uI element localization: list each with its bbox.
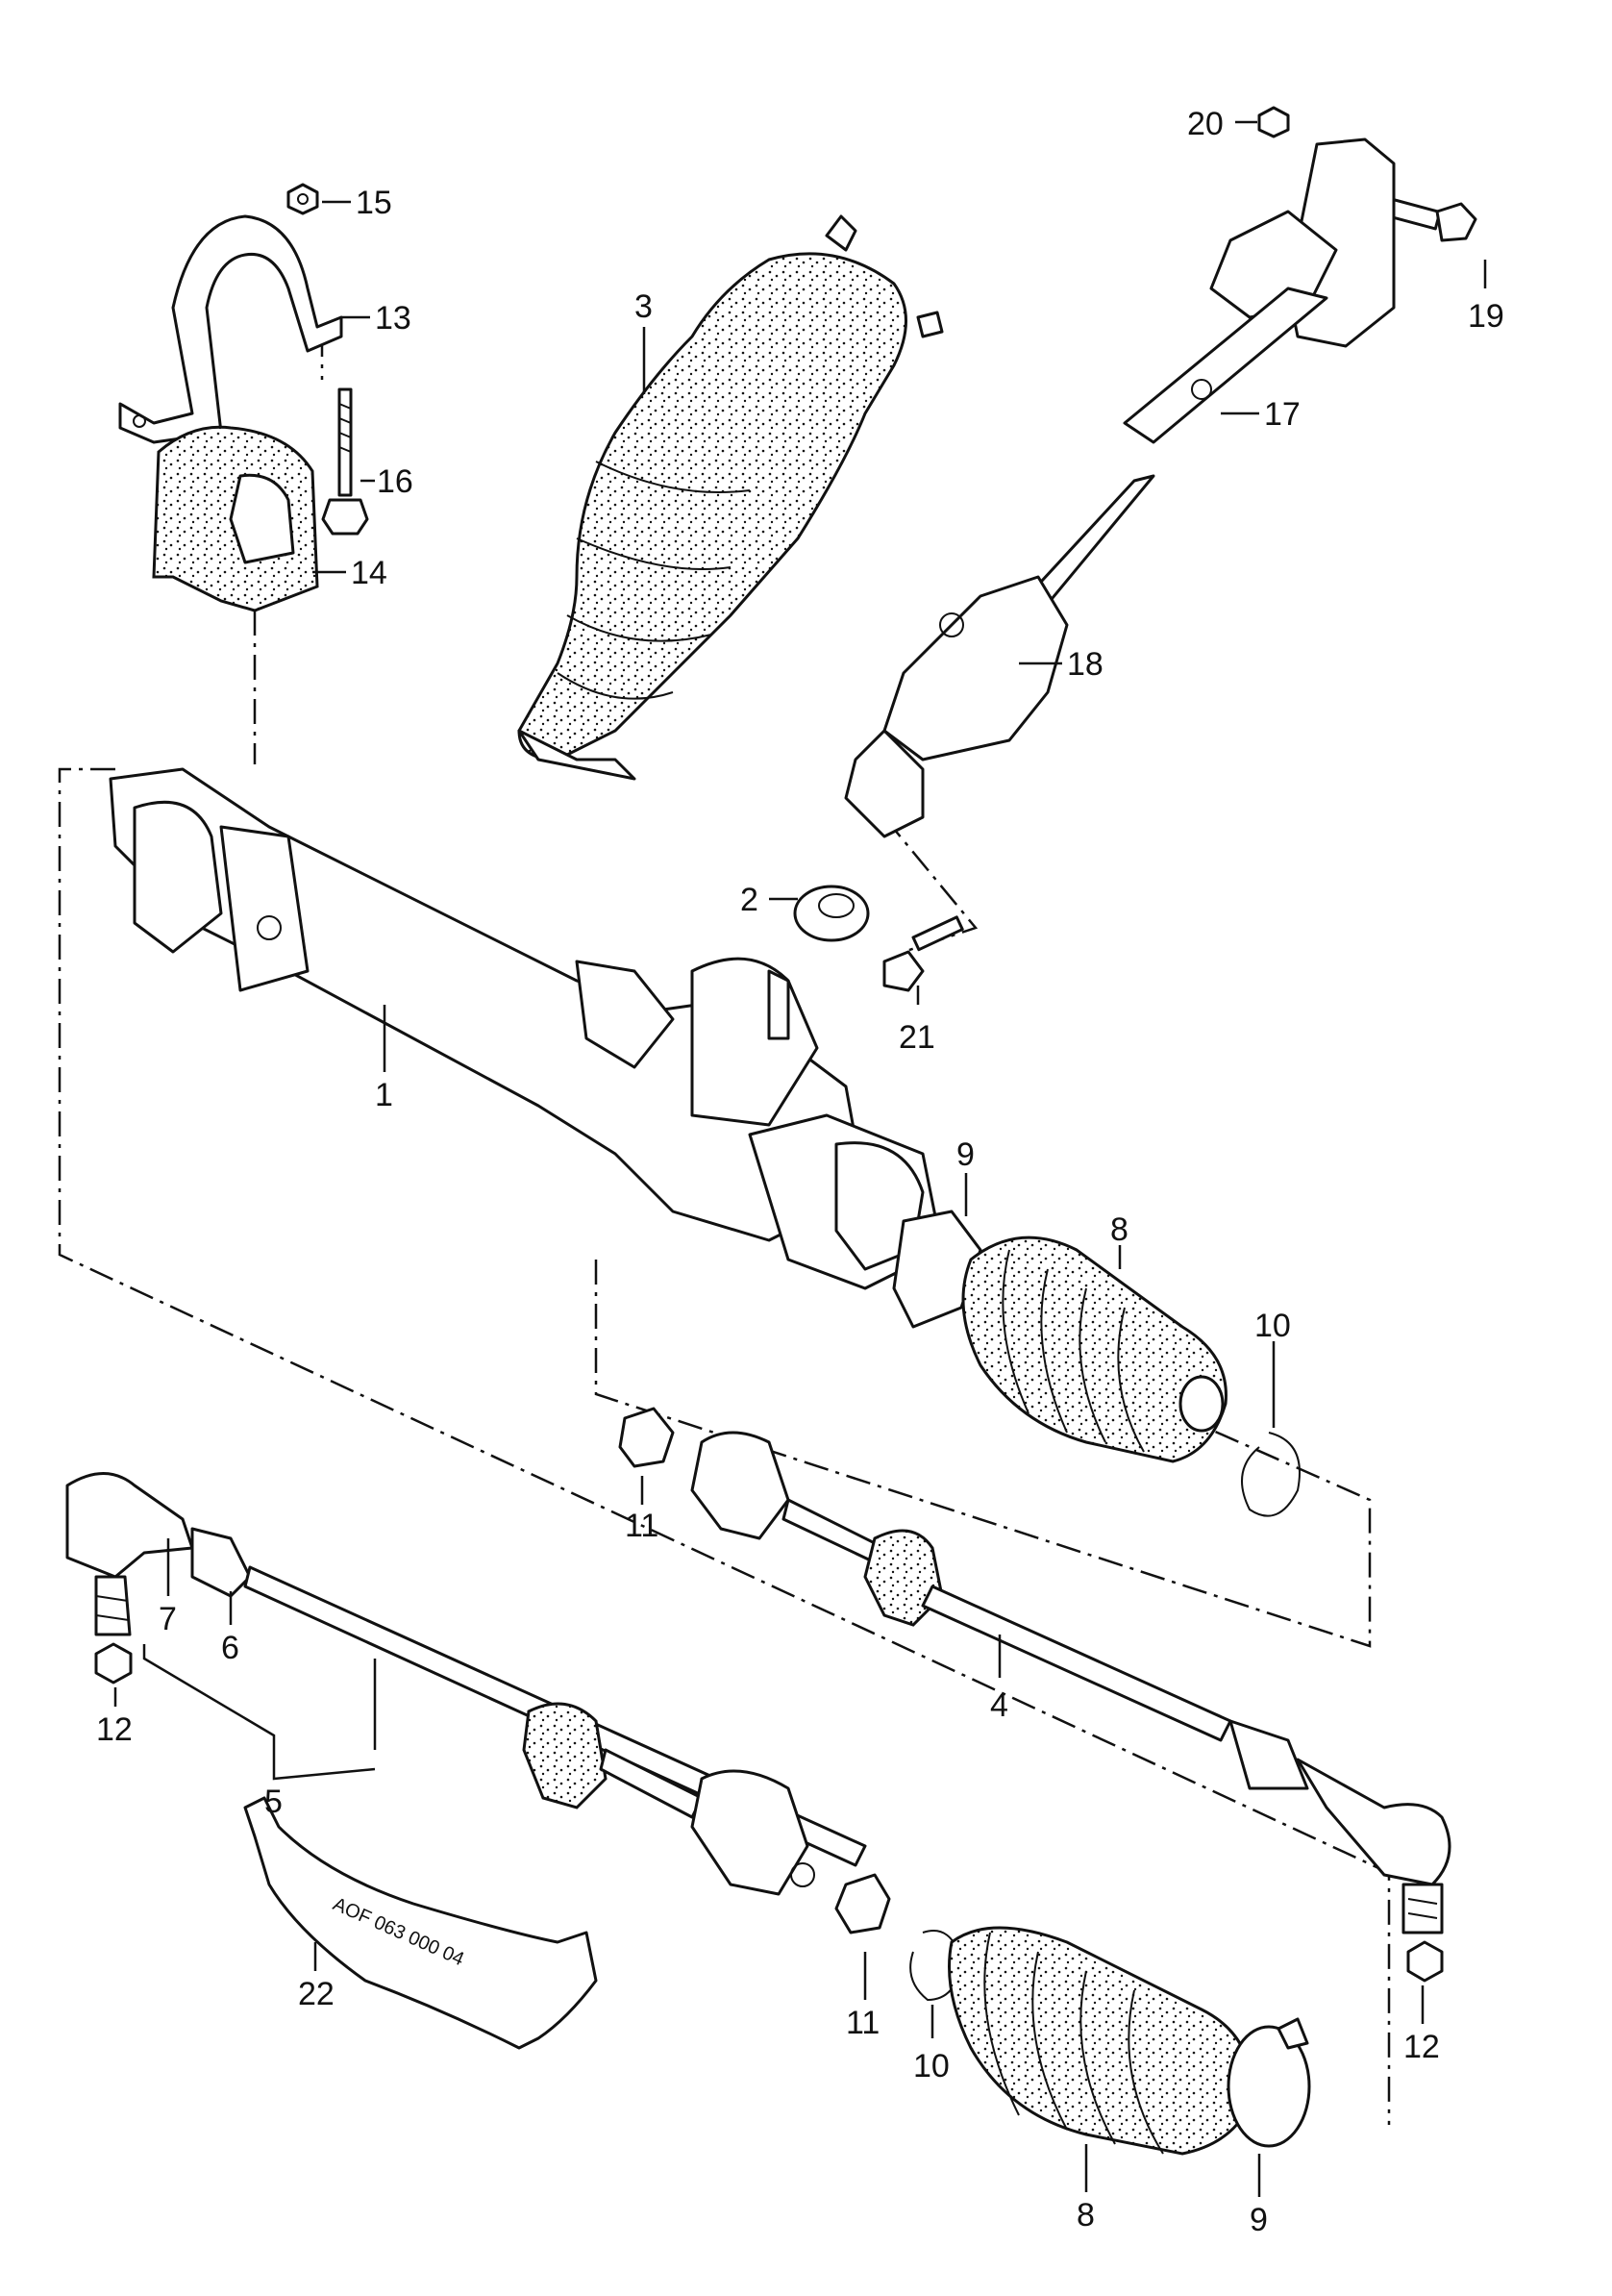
label-part-16: 16 — [377, 463, 413, 500]
circlip-upper — [1241, 1432, 1301, 1517]
pinion-boot — [517, 214, 944, 781]
boot-clamp-lower — [1227, 2017, 1311, 2148]
rack-bellows-upper — [961, 1235, 1228, 1463]
label-part-6: 6 — [221, 1630, 239, 1666]
label-part-20: 20 — [1187, 106, 1224, 142]
universal-joint-shaft — [1123, 137, 1396, 444]
label-part-18: 18 — [1067, 646, 1104, 683]
label-part-9-upper: 9 — [956, 1136, 975, 1173]
rubber-mounting-bush — [152, 425, 319, 612]
upper-joint-nut — [1257, 106, 1290, 138]
label-part-3: 3 — [634, 288, 653, 325]
label-part-9-lower: 9 — [1250, 2202, 1268, 2238]
rack-bellows-lower — [948, 1926, 1252, 2156]
label-part-7: 7 — [159, 1601, 177, 1637]
label-part-15: 15 — [356, 185, 392, 221]
label-part-10-lower: 10 — [913, 2048, 950, 2084]
label-part-13: 13 — [375, 300, 411, 337]
mounting-clamp — [118, 214, 343, 444]
rack-bush-upper — [618, 1407, 675, 1468]
tie-rod-end-right — [1296, 1758, 1451, 1934]
label-part-22: 22 — [298, 1976, 335, 2012]
clamp-bolt — [321, 387, 369, 536]
inner-tie-rod-upper — [690, 1431, 1309, 1790]
label-part-21: 21 — [899, 1019, 935, 1056]
lower-universal-joint — [844, 474, 1155, 838]
label-part-2: 2 — [740, 882, 758, 918]
pinion-bolt — [882, 915, 964, 992]
tie-rod-nut-right — [1406, 1940, 1444, 1983]
rack-end-lock-washer — [892, 1210, 982, 1329]
pinion-seal — [793, 885, 870, 942]
tie-rod-nut-left — [94, 1642, 133, 1685]
clamp-nut — [286, 183, 319, 215]
label-part-12-right: 12 — [1403, 2029, 1440, 2065]
label-part-5: 5 — [264, 1784, 283, 1820]
rack-bush-lower — [834, 1873, 891, 1934]
label-part-8-upper: 8 — [1110, 1211, 1128, 1248]
label-part-1: 1 — [375, 1077, 393, 1113]
label-part-17: 17 — [1264, 396, 1301, 433]
steering-rack-housing — [109, 767, 944, 1290]
label-part-19: 19 — [1468, 298, 1504, 335]
label-part-14: 14 — [351, 555, 387, 591]
label-part-4: 4 — [990, 1687, 1008, 1724]
label-part-8-lower: 8 — [1077, 2197, 1095, 2234]
leader-lines — [113, 120, 1487, 2197]
part-labels: 20 15 13 16 14 3 17 19 18 2 21 1 9 8 10 … — [96, 106, 1504, 2238]
label-part-11-lower: 11 — [846, 2005, 880, 2041]
label-part-12-left: 12 — [96, 1711, 133, 1748]
label-part-11-upper: 11 — [625, 1508, 658, 1544]
inner-tie-rod-lower — [522, 1702, 815, 1896]
label-part-10-upper: 10 — [1254, 1308, 1291, 1344]
